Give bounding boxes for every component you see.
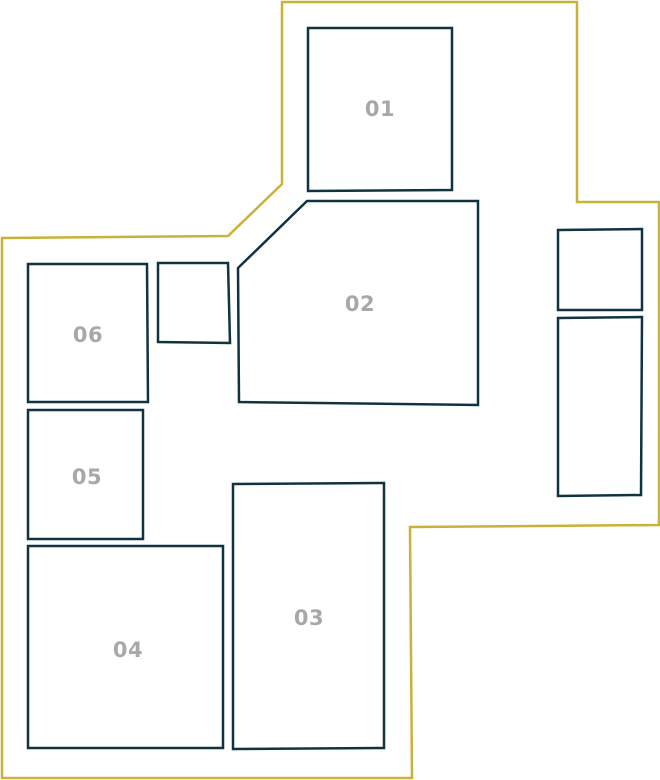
unit-east-top-outline[interactable] bbox=[556, 227, 644, 312]
unit-02-outline[interactable] bbox=[236, 199, 480, 407]
unit-east-bottom-outline[interactable] bbox=[556, 315, 644, 498]
unit-03[interactable]: 03 bbox=[231, 481, 386, 751]
unit-04[interactable]: 04 bbox=[26, 544, 225, 750]
unit-small-a[interactable] bbox=[156, 261, 232, 345]
unit-small-a-outline[interactable] bbox=[156, 261, 232, 345]
unit-03-outline[interactable] bbox=[231, 481, 386, 751]
unit-06-outline[interactable] bbox=[26, 262, 150, 404]
unit-01-outline[interactable] bbox=[306, 26, 454, 193]
unit-02[interactable]: 02 bbox=[236, 199, 480, 407]
unit-05[interactable]: 05 bbox=[26, 408, 145, 541]
unit-04-outline[interactable] bbox=[26, 544, 225, 750]
unit-05-outline[interactable] bbox=[26, 408, 145, 541]
unit-06[interactable]: 06 bbox=[26, 262, 150, 404]
unit-east-bottom[interactable] bbox=[556, 315, 644, 498]
unit-east-top[interactable] bbox=[556, 227, 644, 312]
unit-01[interactable]: 01 bbox=[306, 26, 454, 193]
